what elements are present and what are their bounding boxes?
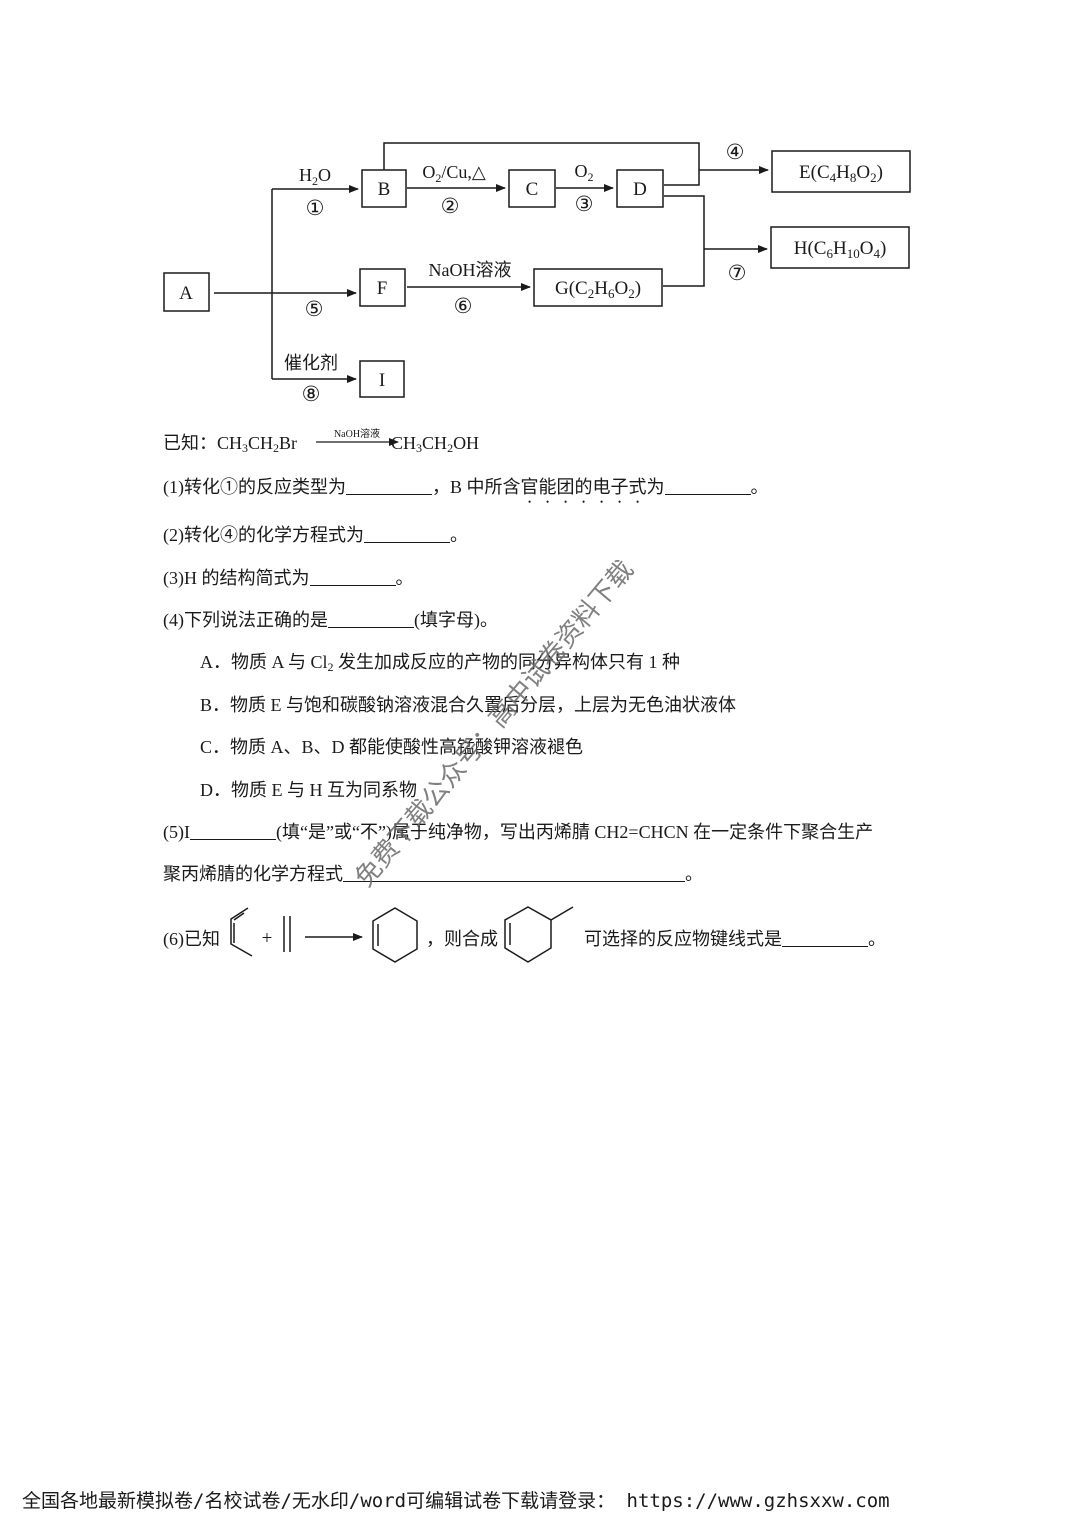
reagent-6: NaOH溶液 <box>429 260 512 280</box>
ethylene-structure <box>283 916 291 952</box>
butadiene-structure <box>230 907 253 957</box>
question-3: (3)H 的结构简式为 。 <box>163 566 414 590</box>
q3-blank[interactable] <box>309 567 396 586</box>
question-6-start: (6)已知 <box>163 927 220 951</box>
node-B: B <box>378 179 391 200</box>
node-box-D <box>616 169 664 208</box>
footer[interactable]: 全国各地最新模拟卷/名校试卷/无水印/word可编辑试卷下载请登录： https… <box>22 1490 890 1512</box>
q5-blank-2[interactable] <box>343 863 685 882</box>
q5-start: (5)I <box>163 822 190 842</box>
line-B-top <box>383 142 700 186</box>
step-8: ⑧ <box>302 382 321 406</box>
q6-start: (6)已知 <box>163 929 220 949</box>
node-box-C <box>508 169 556 208</box>
node-I: I <box>379 370 385 391</box>
line-D-to-H <box>663 195 705 287</box>
q3-end: 。 <box>395 568 414 588</box>
q2-text: (2)转化④的化学方程式为 <box>163 525 364 545</box>
q4-option-d: D．物质 E 与 H 互为同系物 <box>200 780 417 800</box>
q1-text-3: 为 <box>646 477 665 497</box>
q1-text-2: ，B 中所含 <box>432 477 521 497</box>
node-box-I <box>359 360 405 398</box>
known-prefix: 已知： <box>163 433 217 453</box>
known-condition: NaOH溶液 <box>334 427 380 440</box>
known-reaction: 已知：CH3CH2Br CH3CH2OH <box>163 431 479 455</box>
step-1: ① <box>306 196 325 220</box>
node-H: H(C6H10O4) <box>794 238 887 261</box>
q4-option-b: B．物质 E 与饱和碳酸钠溶液混合久置后分层，上层为无色油状液体 <box>200 695 736 715</box>
question-1: (1)转化①的反应类型为 ，B 中所含官能团的电子式为 。 <box>163 475 769 507</box>
q6-mid: ，则合成 <box>426 929 498 949</box>
step-6: ⑥ <box>454 294 473 318</box>
q6-end: 。 <box>868 929 886 949</box>
q4-option-c: C．物质 A、B、D 都能使酸性高锰酸钾溶液褪色 <box>200 737 584 757</box>
q4-option-a: A．物质 A 与 Cl2 发生加成反应的产物的同分异构体只有 1 种 <box>200 652 681 674</box>
q1-emphasis: 官能团的电子式 <box>520 477 647 497</box>
q2-end: 。 <box>450 525 468 545</box>
q5-blank-1[interactable] <box>189 821 276 840</box>
question-6-mid: ，则合成 <box>426 927 498 951</box>
node-A: A <box>179 283 193 304</box>
node-box-A <box>163 272 210 312</box>
q1-end: 。 <box>750 477 769 497</box>
question-5: (5)I (填“是”或“不”)属于纯净物，写出丙烯腈 CH2=CHCN 在一定条件… <box>163 820 873 844</box>
q4-text: (4)下列说法正确的是 <box>163 610 328 630</box>
known-product: CH3CH2OH <box>391 433 480 455</box>
step-3: ③ <box>575 192 594 216</box>
q1-blank-2[interactable] <box>664 476 751 495</box>
question-2: (2)转化④的化学方程式为 。 <box>163 523 468 547</box>
step-2: ② <box>441 194 460 218</box>
node-C: C <box>526 179 539 200</box>
step-5: ⑤ <box>305 297 324 321</box>
cyclohexene-structure <box>372 907 418 963</box>
question-4: (4)下列说法正确的是 (填字母)。 <box>163 608 498 632</box>
node-box-F <box>359 268 406 307</box>
node-box-E <box>771 150 911 193</box>
question-6-end: 可选择的反应物键线式是 。 <box>584 927 886 951</box>
reagent-2: O2/Cu,△ <box>422 162 486 185</box>
node-F: F <box>377 278 388 299</box>
q5-text: (填“是”或“不”)属于纯净物，写出丙烯腈 CH2=CHCN 在一定条件下聚合生… <box>275 822 874 842</box>
q2-blank[interactable] <box>364 524 450 543</box>
reagent-8: 催化剂 <box>284 353 338 373</box>
node-box-G <box>533 268 663 307</box>
q5-end: 。 <box>685 864 703 884</box>
reagent-3: O2 <box>575 161 594 184</box>
step-4: ④ <box>726 140 745 164</box>
question-5-line-2: 聚丙烯腈的化学方程式 。 <box>163 862 703 886</box>
q1-text: (1)转化①的反应类型为 <box>163 477 346 497</box>
q4-end: (填字母)。 <box>414 610 498 630</box>
node-G: G(C2H6O2) <box>555 278 641 301</box>
known-reactant: CH3CH2Br <box>217 433 298 455</box>
q3-text: (3)H 的结构简式为 <box>163 568 310 588</box>
q5-line2: 聚丙烯腈的化学方程式 <box>163 864 343 884</box>
q6-blank[interactable] <box>782 928 868 947</box>
node-E: E(C4H8O2) <box>799 162 883 185</box>
q1-blank-1[interactable] <box>346 476 432 495</box>
node-box-H <box>770 226 910 269</box>
q4-blank[interactable] <box>328 609 414 628</box>
reagent-1: H2O <box>299 165 331 188</box>
q6-after: 可选择的反应物键线式是 <box>584 929 782 949</box>
node-D: D <box>633 179 647 200</box>
target-molecule-structure <box>504 906 574 963</box>
reaction-flow-diagram: A B C D F I E(C4H8O2) G(C2H6O2) H(C6H10O… <box>163 140 911 963</box>
butadiene-double-bonds <box>233 912 245 943</box>
q6-plus: + <box>262 928 273 949</box>
step-7: ⑦ <box>728 261 747 285</box>
